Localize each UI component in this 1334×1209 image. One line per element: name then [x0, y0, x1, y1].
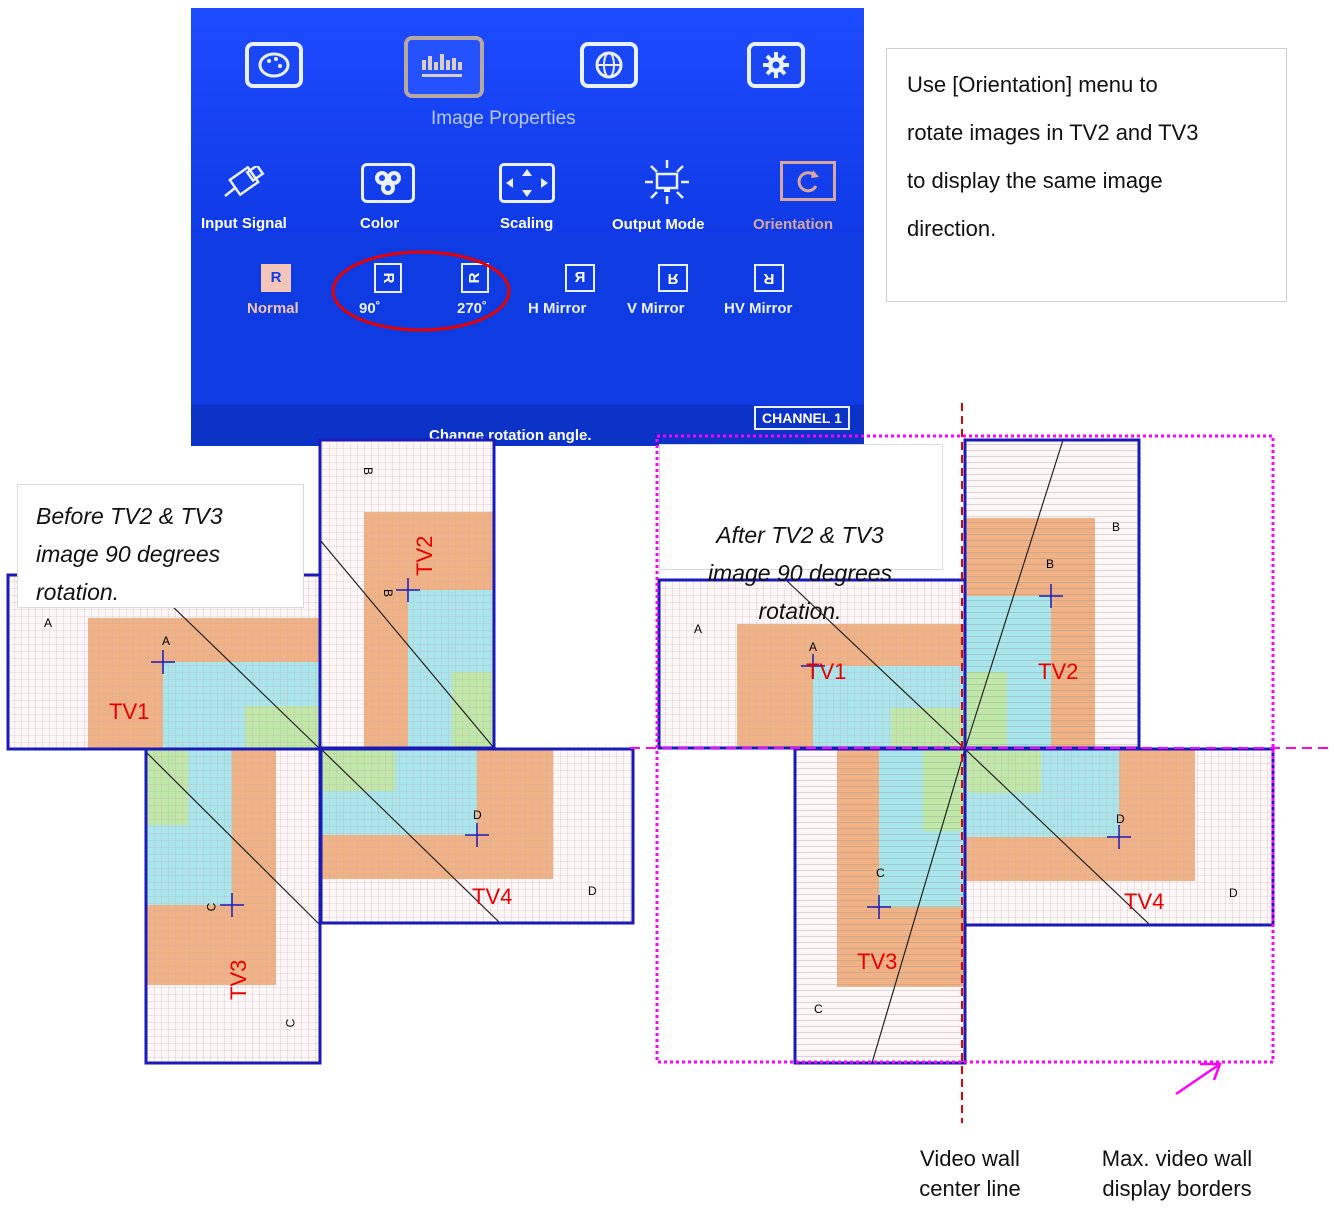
option-90-label[interactable]: 90˚: [359, 300, 381, 317]
after-tv2-tile: [965, 440, 1139, 748]
osd-menu: Image Properties Input Signal Color Scal…: [191, 8, 864, 446]
caption-line: rotation.: [758, 598, 842, 624]
caption-line: rotation.: [36, 579, 120, 605]
after-caption: After TV2 & TV3 image 90 degrees rotatio…: [680, 516, 920, 630]
after-letter-c: C: [876, 866, 885, 880]
option-hv-mirror-label[interactable]: HV Mirror: [724, 300, 793, 317]
note-line: to display the same image: [907, 168, 1163, 193]
globe-icon[interactable]: [580, 42, 638, 88]
after-letter-a: A: [694, 622, 703, 636]
osd-options-panel: [191, 236, 864, 406]
after-letter-a2: A: [809, 640, 818, 654]
after-caption-box: [659, 444, 943, 570]
osd-status-bar: [191, 405, 864, 446]
center-line-label-1: Video wall: [920, 1146, 1020, 1171]
usb-plug-icon[interactable]: [219, 163, 267, 209]
caption-line: Before TV2 & TV3: [36, 503, 223, 529]
after-tv4-label: TV4: [1124, 889, 1165, 914]
before-caption-box: Before TV2 & TV3 image 90 degrees rotati…: [17, 484, 304, 608]
borders-label: Max. video wall display borders: [1080, 1144, 1274, 1204]
before-letter-d: D: [473, 808, 482, 822]
after-letter-c2: C: [814, 1002, 823, 1016]
before-letter-b2: B: [381, 588, 396, 598]
before-letter-c: C: [204, 902, 219, 912]
before-tv1-label: TV1: [109, 699, 150, 724]
palette-icon[interactable]: [245, 42, 303, 88]
after-tv3-label: TV3: [857, 949, 898, 974]
option-normal-label[interactable]: Normal: [247, 300, 299, 317]
rotate-icon[interactable]: [780, 161, 836, 201]
before-letter-a2: A: [162, 634, 171, 648]
border-arrow: [1175, 1062, 1221, 1096]
after-letter-d2: D: [1229, 886, 1238, 900]
borders-label-1: Max. video wall: [1101, 1146, 1253, 1171]
before-tv2-label: TV2: [412, 535, 437, 576]
before-letter-b: B: [361, 466, 376, 476]
before-letter-d2: D: [588, 884, 597, 898]
before-tv3-tile: [146, 749, 320, 1063]
option-v-mirror-label[interactable]: V Mirror: [627, 300, 685, 317]
option-normal-icon[interactable]: R: [261, 264, 291, 292]
osd-title: Image Properties: [431, 108, 576, 129]
note-box: Use [Orientation] menu to rotate images …: [886, 48, 1287, 302]
after-letter-b2: B: [1046, 557, 1055, 571]
channel-badge: CHANNEL 1: [754, 406, 850, 430]
menu-output-mode[interactable]: Output Mode: [612, 216, 705, 233]
caption-line: image 90 degrees: [707, 560, 893, 586]
color-circles-icon[interactable]: [361, 163, 415, 203]
option-h-mirror-label[interactable]: H Mirror: [528, 300, 587, 317]
before-tv2-tile: [320, 440, 494, 748]
menu-color[interactable]: Color: [360, 215, 400, 232]
image-properties-icon[interactable]: [404, 36, 484, 98]
center-line-label: Video wall center line: [900, 1144, 1040, 1204]
scaling-arrows-icon[interactable]: [499, 163, 555, 203]
menu-orientation[interactable]: Orientation: [753, 216, 834, 233]
after-letter-b: B: [1112, 520, 1121, 534]
borders-label-2: display borders: [1102, 1176, 1252, 1201]
gear-icon[interactable]: [747, 42, 805, 88]
after-tv3-tile: [795, 749, 965, 1063]
before-letter-a: A: [44, 616, 53, 630]
caption-line: After TV2 & TV3: [716, 522, 884, 548]
note-line: Use [Orientation] menu to: [907, 72, 1158, 97]
monitor-sun-icon[interactable]: [637, 158, 697, 211]
menu-input-signal[interactable]: Input Signal: [201, 215, 287, 232]
before-tv4-label: TV4: [472, 884, 513, 909]
menu-scaling[interactable]: Scaling: [500, 215, 554, 232]
note-line: direction.: [907, 216, 997, 241]
note-line: rotate images in TV2 and TV3: [907, 120, 1199, 145]
after-letter-d: D: [1116, 812, 1125, 826]
option-270-label[interactable]: 270˚: [457, 300, 488, 317]
before-tv3-label: TV3: [226, 959, 251, 1000]
max-display-border: [655, 434, 1275, 1064]
before-letter-c2: C: [283, 1018, 298, 1028]
caption-line: image 90 degrees: [36, 541, 221, 567]
after-tv1-tile: [659, 580, 965, 748]
after-tv2-label: TV2: [1038, 659, 1079, 684]
center-line-label-2: center line: [919, 1176, 1021, 1201]
highlight-ellipse: [331, 250, 511, 332]
after-tv1-label: TV1: [806, 659, 847, 684]
